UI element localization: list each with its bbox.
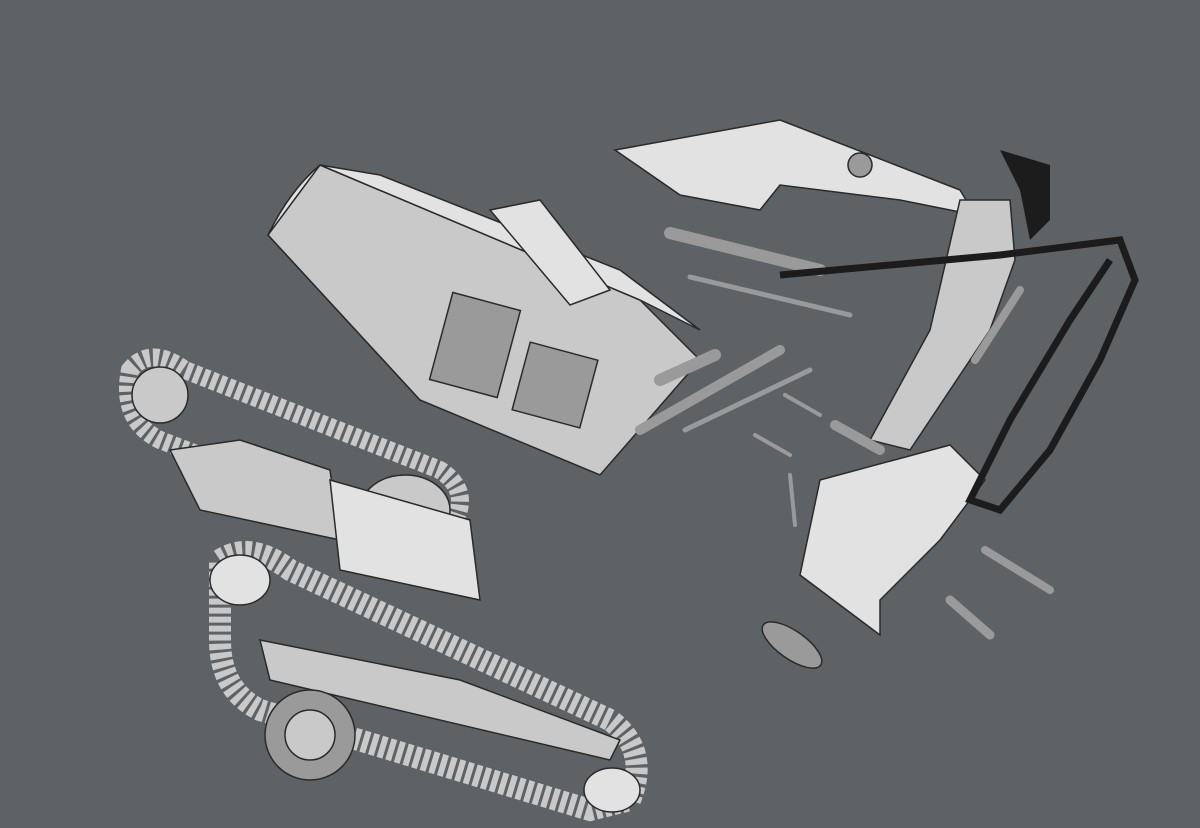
exhaust-box (488, 199, 612, 306)
house-body (267, 164, 702, 476)
pin-3 (830, 420, 885, 455)
hoses (779, 150, 1139, 515)
cylinder-2 (687, 274, 853, 318)
drive-sprocket-hub (284, 709, 336, 761)
cylinder-6 (971, 286, 1024, 364)
hose-loop (779, 236, 1139, 515)
pin-6 (945, 595, 995, 640)
lower-track-frame (258, 639, 622, 761)
saw-blade (761, 621, 823, 669)
access-door-1 (428, 291, 522, 399)
pin-5 (981, 546, 1054, 594)
pin-4 (788, 473, 797, 527)
cylinder-5 (654, 349, 721, 386)
upper-idler-wheel (131, 366, 189, 424)
boom (613, 119, 1016, 637)
bucket-linkage (799, 444, 986, 637)
cylinder-1 (664, 227, 826, 276)
hose-bundle (1000, 150, 1050, 240)
hydraulic-parts (635, 227, 1054, 669)
pin-2 (753, 433, 792, 457)
lower-track-chain (209, 541, 648, 822)
lower-track-assembly (209, 541, 648, 822)
boom-pin (847, 152, 873, 178)
upper-track-assembly (119, 348, 481, 601)
arm (868, 199, 1016, 451)
cylinder-4 (682, 367, 813, 433)
pin-1 (783, 393, 822, 417)
upper-track-chain (119, 348, 469, 550)
undercarriage-center (329, 478, 481, 601)
lower-idler-wheel (209, 554, 271, 606)
access-door-2 (511, 341, 599, 429)
cylinder-3 (635, 345, 785, 435)
rear-idler (583, 767, 641, 813)
boom-beam (613, 119, 977, 217)
